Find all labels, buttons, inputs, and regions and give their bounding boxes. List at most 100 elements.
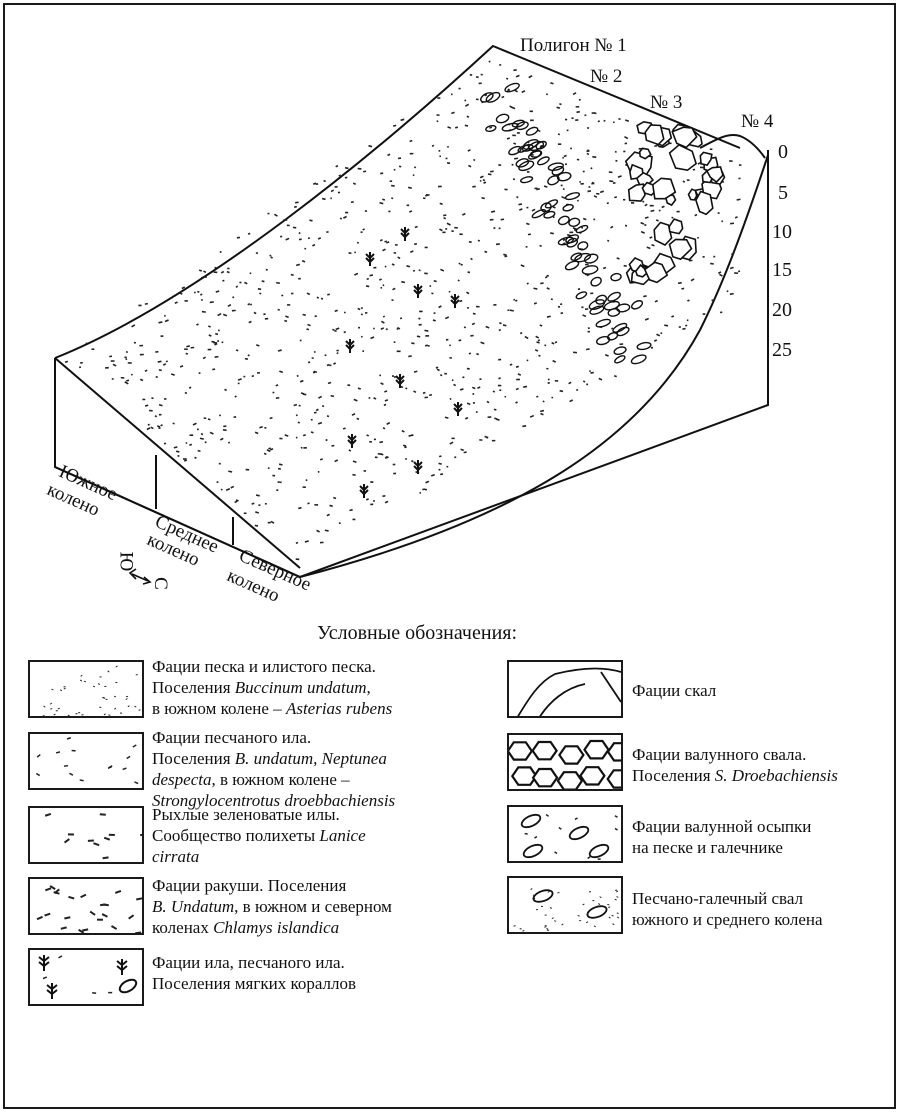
- swatch-mark: [552, 917, 554, 919]
- speckle: [519, 208, 523, 211]
- speckle: [250, 304, 252, 306]
- speckle: [303, 393, 307, 395]
- legend-text-segment: B. Undatum: [152, 897, 234, 916]
- speckle: [564, 155, 567, 157]
- speckle: [526, 207, 528, 209]
- speckle: [361, 336, 363, 338]
- speckle: [163, 363, 166, 366]
- legend-text-segment: Поселения: [152, 749, 235, 768]
- legend-line: Фации песчаного ила.: [152, 727, 395, 748]
- speckle: [609, 180, 613, 182]
- speckle: [335, 165, 338, 168]
- speckle: [641, 231, 645, 234]
- speckle: [498, 227, 500, 229]
- speckle: [274, 214, 278, 217]
- swatch-mark: [104, 837, 110, 841]
- speckle: [257, 372, 260, 374]
- swatch-mark: [608, 906, 610, 908]
- swatch-mark: [616, 890, 618, 892]
- speckle: [223, 429, 227, 431]
- direction-south-label: Ю: [116, 552, 135, 572]
- soft-coral-mark: [366, 252, 374, 266]
- speckle: [391, 197, 393, 199]
- speckle: [613, 182, 616, 184]
- speckle: [614, 375, 617, 377]
- speckle: [654, 145, 657, 147]
- speckle: [268, 467, 270, 469]
- speckle: [386, 328, 388, 330]
- speckle: [703, 313, 706, 315]
- speckle: [560, 303, 562, 305]
- speckle: [185, 392, 187, 394]
- speckle: [701, 146, 704, 148]
- swatch-mark: [100, 676, 102, 677]
- speckle: [303, 486, 306, 488]
- speckle: [393, 125, 396, 127]
- legend-line: despecta, в южном колене –: [152, 769, 395, 790]
- speckle: [547, 315, 551, 317]
- speckle: [720, 311, 722, 313]
- speckle: [590, 372, 594, 374]
- speckle: [239, 282, 241, 284]
- speckle: [454, 456, 456, 458]
- speckle: [270, 256, 273, 258]
- speckle: [381, 327, 385, 330]
- speckle: [212, 368, 215, 370]
- speckle: [469, 241, 472, 243]
- legend-line: Поселения S. Droebachiensis: [632, 765, 838, 786]
- swatch-mark: [64, 765, 68, 767]
- speckle: [193, 423, 197, 426]
- pebble: [630, 299, 643, 311]
- speckle: [539, 324, 542, 326]
- speckle: [656, 334, 660, 337]
- pebble: [583, 253, 598, 265]
- speckle: [581, 306, 583, 308]
- legend-text-segment: , в южном и северном: [234, 897, 392, 916]
- legend-text-boulder: Фации валунного свала.Поселения S. Droeb…: [632, 744, 838, 786]
- speckle: [719, 274, 723, 277]
- speckle: [232, 297, 234, 299]
- swatch-mark: [545, 914, 547, 915]
- pebble: [504, 82, 520, 94]
- speckle: [184, 300, 187, 302]
- speckle: [469, 352, 471, 354]
- swatch-mark: [45, 813, 51, 817]
- legend-text-segment: Фации валунного свала.: [632, 745, 806, 764]
- swatch-mark: [589, 891, 591, 892]
- speckle: [334, 186, 337, 188]
- speckle: [208, 334, 211, 337]
- speckle: [583, 171, 585, 173]
- speckle: [226, 488, 230, 491]
- legend-text-coral: Фации ила, песчаного ила.Поселения мягки…: [152, 952, 356, 994]
- speckle: [151, 397, 153, 399]
- swatch-mark: [557, 892, 559, 893]
- speckle: [340, 217, 342, 219]
- speckle: [568, 382, 571, 385]
- speckle: [447, 223, 451, 226]
- speckle: [409, 140, 412, 142]
- speckle: [219, 463, 221, 465]
- speckle: [499, 64, 501, 66]
- swatch-mark: [102, 913, 108, 917]
- legend-line: Песчано-галечный свал: [632, 888, 823, 909]
- speckle: [227, 271, 230, 274]
- legend-swatch-gravel: [507, 876, 623, 934]
- speckle: [575, 119, 578, 121]
- speckle: [336, 350, 338, 352]
- speckle: [419, 311, 422, 313]
- speckle: [710, 148, 713, 150]
- pebble: [495, 113, 509, 124]
- speckle: [140, 354, 144, 356]
- speckle: [625, 225, 627, 227]
- speckle: [538, 355, 541, 357]
- speckle: [730, 267, 734, 270]
- speckle: [331, 189, 334, 192]
- speckle: [370, 481, 373, 483]
- speckle: [272, 392, 274, 394]
- speckle: [385, 266, 387, 268]
- swatch-mark: [530, 888, 532, 890]
- speckle: [472, 186, 476, 188]
- pebble: [565, 191, 580, 200]
- speckle: [190, 434, 194, 436]
- speckle: [361, 307, 363, 309]
